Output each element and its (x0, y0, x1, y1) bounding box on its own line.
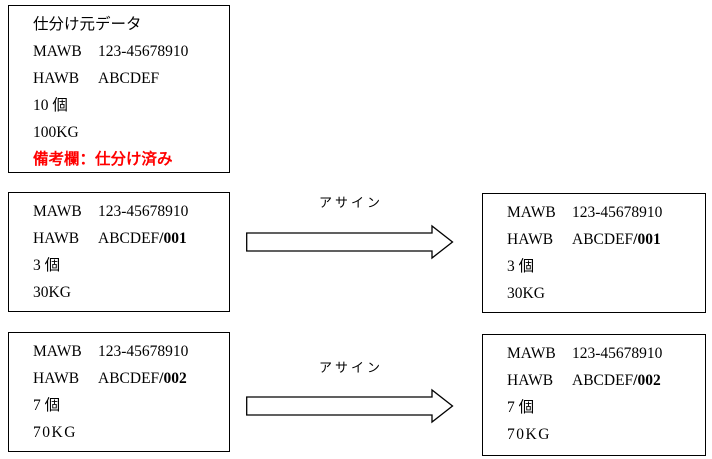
source-pieces: 10 個 (33, 97, 68, 114)
mawb-value: 123-45678910 (572, 204, 663, 221)
mawb-value: 123-45678910 (98, 43, 189, 60)
source-data-box: 仕分け元データ MAWB 123-45678910 HAWB ABCDEF 10 個… (8, 5, 230, 173)
hawb-label: HAWB (33, 70, 80, 87)
hawb-label: HAWB (507, 231, 554, 248)
weight: 70KG (507, 426, 551, 443)
pieces: 3 個 (33, 257, 61, 274)
mawb-value: 123-45678910 (98, 203, 189, 220)
split-box-002: MAWB 123-45678910 HAWB ABCDEF/002 7 個 70KG (8, 332, 230, 452)
hawb-label: HAWB (33, 230, 80, 247)
assigned-box-002: MAWB 123-45678910 HAWB ABCDEF/002 7 個 70KG (482, 334, 706, 456)
source-mawb-line: MAWB 123-45678910 (33, 38, 223, 65)
mawb-line: MAWB 123-45678910 (507, 340, 699, 367)
weight: 30KG (507, 285, 545, 302)
source-hawb-line: HAWB ABCDEF (33, 65, 223, 92)
hawb-value: ABCDEF (98, 230, 160, 247)
pieces: 7 個 (507, 399, 535, 416)
assign-arrow-icon (246, 224, 454, 260)
hawb-suffix: /001 (159, 230, 187, 247)
hawb-suffix: /002 (633, 372, 661, 389)
hawb-value: ABCDEF (572, 372, 634, 389)
mawb-label: MAWB (33, 203, 82, 220)
hawb-line: HAWB ABCDEF/002 (33, 365, 223, 392)
mawb-line: MAWB 123-45678910 (33, 338, 223, 365)
hawb-line: HAWB ABCDEF/001 (507, 226, 699, 253)
hawb-line: HAWB ABCDEF/002 (507, 367, 699, 394)
assign-arrow-label: アサイン (318, 360, 383, 375)
mawb-value: 123-45678910 (572, 345, 663, 362)
mawb-line: MAWB 123-45678910 (507, 199, 699, 226)
mawb-line: MAWB 123-45678910 (33, 198, 223, 225)
source-weight: 100KG (33, 124, 79, 141)
hawb-suffix: /002 (159, 370, 187, 387)
pieces: 3 個 (507, 258, 535, 275)
assigned-box-001: MAWB 123-45678910 HAWB ABCDEF/001 3 個 30KG (482, 193, 706, 313)
mawb-label: MAWB (33, 343, 82, 360)
hawb-value: ABCDEF (572, 231, 634, 248)
mawb-label: MAWB (507, 345, 556, 362)
source-remark: 備考欄：仕分け済み (33, 151, 173, 168)
mawb-label: MAWB (33, 43, 82, 60)
hawb-suffix: /001 (633, 231, 661, 248)
weight: 30KG (33, 284, 71, 301)
hawb-line: HAWB ABCDEF/001 (33, 225, 223, 252)
split-box-001: MAWB 123-45678910 HAWB ABCDEF/001 3 個 30KG (8, 192, 230, 312)
source-title: 仕分け元データ (33, 16, 142, 33)
weight: 70KG (33, 424, 77, 441)
hawb-label: HAWB (33, 370, 80, 387)
hawb-value: ABCDEF (98, 370, 160, 387)
hawb-value: ABCDEF (98, 70, 160, 87)
assign-arrow-icon (246, 388, 454, 424)
mawb-label: MAWB (507, 204, 556, 221)
pieces: 7 個 (33, 397, 61, 414)
mawb-value: 123-45678910 (98, 343, 189, 360)
assign-arrow-label: アサイン (318, 195, 383, 210)
hawb-label: HAWB (507, 372, 554, 389)
